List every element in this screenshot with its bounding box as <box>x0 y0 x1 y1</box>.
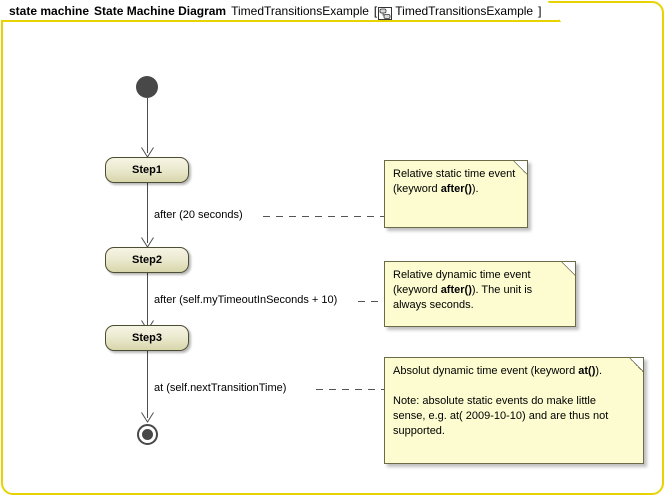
note1-line2-post: ). <box>471 183 479 195</box>
note3-line1-pre: Absolut dynamic time event (keyword <box>393 365 579 377</box>
note2-line2-pre: (keyword <box>393 284 441 296</box>
note2-line2: (keyword after()). The unit is <box>393 283 566 298</box>
note2-line3: always seconds. <box>393 299 474 311</box>
note1-line2-pre: (keyword <box>393 183 441 195</box>
note2-line1: Relative dynamic time event <box>393 268 566 283</box>
initial-pseudostate[interactable] <box>136 76 158 98</box>
note-connector-3 <box>316 389 384 390</box>
note-connector-1 <box>263 216 384 217</box>
note3-line1: Absolut dynamic time event (keyword at()… <box>393 364 634 379</box>
note1-keyword-after: after() <box>440 183 472 195</box>
transition-arrow-step2-step3[interactable] <box>147 273 148 326</box>
note1-line1-text: Relative static time event <box>393 168 516 180</box>
header-tab-label: state machine State Machine Diagram Time… <box>9 0 541 22</box>
transition-label-at-next-transition-time[interactable]: at (self.nextTransitionTime) <box>154 382 287 394</box>
note1-line2: (keyword after()). <box>393 182 518 197</box>
note-relative-static[interactable]: Relative static time event (keyword afte… <box>384 160 528 228</box>
note-connector-2 <box>358 301 384 302</box>
note2-line1-text: Relative dynamic time event <box>393 269 531 281</box>
transition-label-after-20-seconds[interactable]: after (20 seconds) <box>154 209 243 221</box>
state-machine-icon <box>378 5 393 20</box>
state-step3[interactable]: Step3 <box>105 325 189 351</box>
transition-arrow-step1-step2[interactable] <box>147 183 148 243</box>
note2-line2-post: ). The unit is <box>471 284 533 296</box>
final-state[interactable] <box>137 424 158 445</box>
state-step1[interactable]: Step1 <box>105 157 189 183</box>
state-step2-label: Step2 <box>132 254 162 266</box>
state-step2[interactable]: Step2 <box>105 247 189 273</box>
note3-line2: Note: absolute static events do make lit… <box>393 395 596 407</box>
header-keyword: state machine <box>9 4 90 18</box>
transition-arrow-step3-final[interactable] <box>147 351 148 418</box>
note-absolute-dynamic[interactable]: Absolut dynamic time event (keyword at()… <box>384 357 644 464</box>
state-step3-label: Step3 <box>132 332 162 344</box>
header-bracket-close: ] <box>538 4 542 18</box>
note-relative-dynamic[interactable]: Relative dynamic time event (keyword aft… <box>384 261 576 327</box>
note3-blank-line <box>393 379 634 394</box>
header-diagram-type: State Machine Diagram <box>94 4 227 18</box>
note3-line1-post: ). <box>595 365 603 377</box>
note3-keyword-at: at() <box>578 365 596 377</box>
header-diagram-name: TimedTransitionsExample <box>231 4 369 18</box>
note3-line4: supported. <box>393 425 445 437</box>
note2-keyword-after: after() <box>440 284 472 296</box>
state-step1-label: Step1 <box>132 164 162 176</box>
transition-label-after-timeout[interactable]: after (self.myTimeoutInSeconds + 10) <box>154 294 338 306</box>
header-qualified-name: TimedTransitionsExample <box>395 4 534 18</box>
note3-line3: sense, e.g. at( 2009-10-10) and are thus… <box>393 410 609 422</box>
header-bracket-open: [ <box>373 4 378 18</box>
note1-line1: Relative static time event <box>393 167 518 182</box>
final-state-core <box>142 429 153 440</box>
transition-arrow-initial-step1[interactable] <box>147 98 148 153</box>
diagram-header-tab[interactable]: state machine State Machine Diagram Time… <box>1 0 561 22</box>
